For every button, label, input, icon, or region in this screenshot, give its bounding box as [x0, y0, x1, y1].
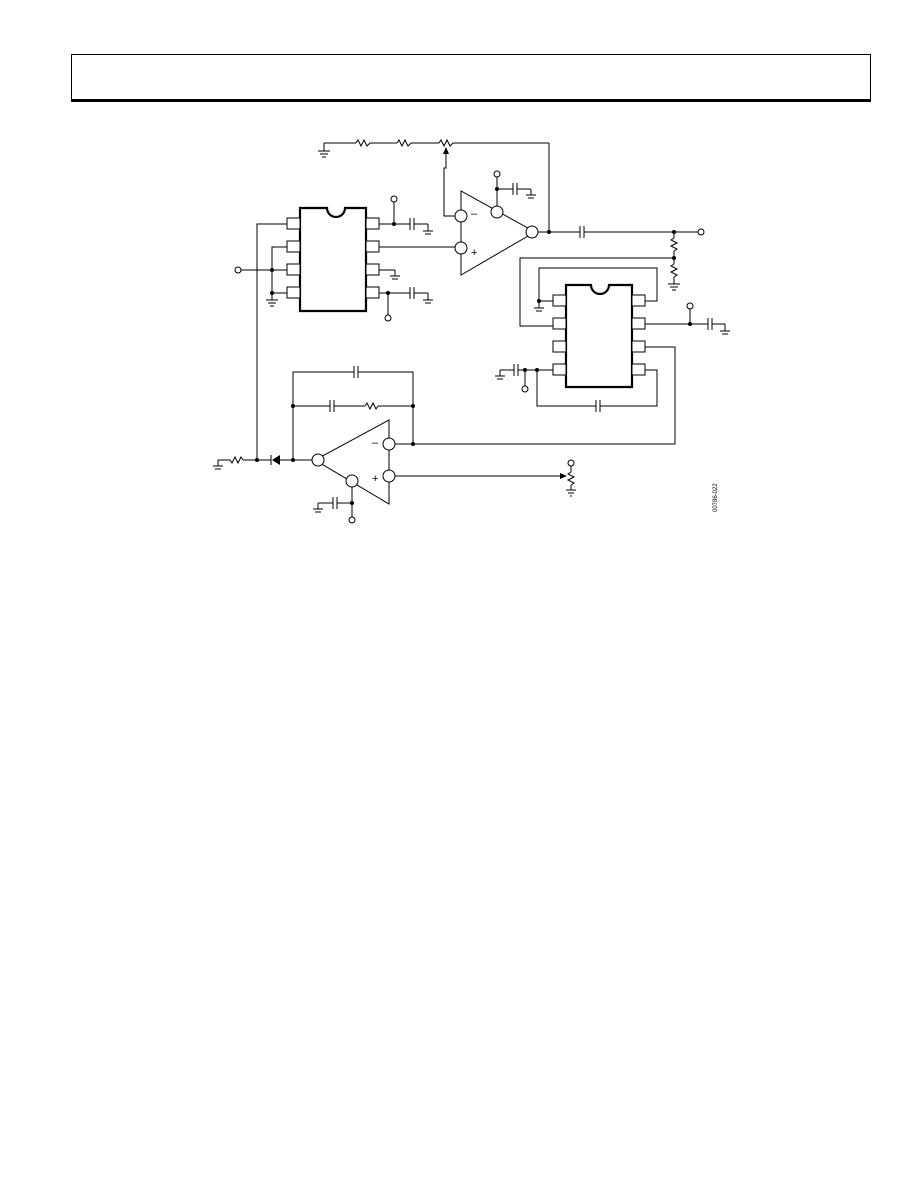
ic-left — [234, 195, 455, 460]
opamp-bottom-minus-pin — [382, 437, 396, 451]
opamp-top-supply-pin — [490, 205, 504, 219]
opamp-top-output-pin — [525, 225, 539, 239]
figure-code: 00786-022 — [713, 483, 719, 512]
top-feedback-network — [318, 138, 550, 232]
ic-right — [395, 267, 730, 445]
opamp-top-plus-pin — [454, 241, 468, 255]
opamp-top-plus-label: + — [471, 247, 477, 259]
opamp-bottom-minus-label: – — [372, 437, 379, 449]
opamp-bottom: – + — [213, 366, 576, 524]
opamp-bottom-plus-label: + — [372, 473, 378, 485]
opamp-top: – + — [454, 170, 705, 327]
opamp-bottom-supply-pin — [345, 474, 359, 488]
opamp-top-minus-pin — [454, 209, 468, 223]
opamp-bottom-plus-pin — [382, 469, 396, 483]
page-header-box — [71, 54, 871, 102]
opamp-bottom-output-pin — [311, 453, 325, 467]
opamp-top-minus-label: – — [471, 208, 478, 220]
